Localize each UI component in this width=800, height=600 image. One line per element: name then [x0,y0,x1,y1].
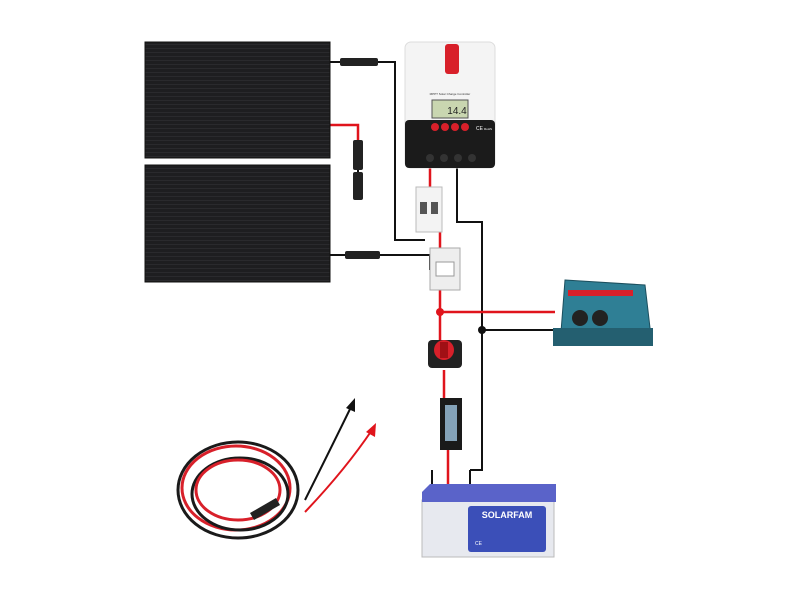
negative-junction [478,326,486,334]
controller-model-label: MPPT Solar Charge Controller [430,92,471,96]
cert-rohs-label: RoHS [484,127,492,131]
solar-panel-bottom [144,164,331,283]
mc4-connectors [340,58,380,259]
lcd-screen [431,99,469,119]
dc-circuit-breaker [415,186,443,233]
battery-disconnect-switch [428,340,462,368]
battery-cert: CE [475,541,483,547]
solar-panel-top [144,41,331,159]
cert-ce-label: CE [476,126,484,132]
positive-junction [436,308,444,316]
charge-controller [404,41,496,169]
cable-set-coil [176,440,300,540]
black-cable-arrow [304,398,355,501]
battery [421,484,556,558]
power-inverter [553,279,653,346]
negative-wires [330,61,555,490]
lcd-value: 14.4 [447,106,467,117]
pv-fuse-holder [429,247,461,291]
controller-buttons [431,123,469,131]
red-cable-arrow [304,423,376,513]
battery-fuse [440,398,462,450]
battery-brand: SOLARFAM [482,510,533,520]
